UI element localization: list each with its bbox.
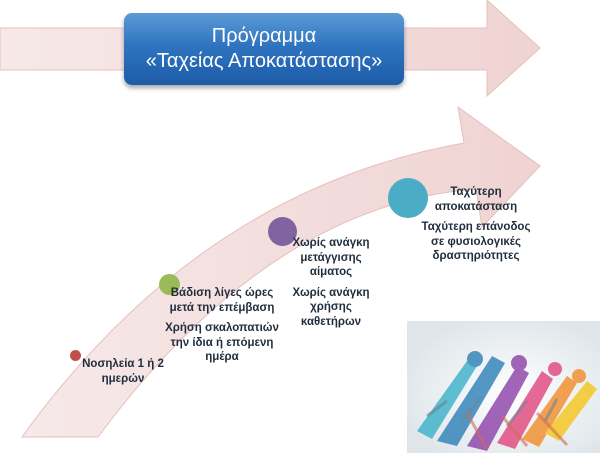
step-4-text-2: Ταχύτερη επάνοδος σε φυσιολογικές δραστη… xyxy=(421,221,531,262)
step-3-text-2: Χωρίς ανάγκη χρήσης καθετήρων xyxy=(292,286,370,328)
title-line-2: «Ταχείας Αποκατάστασης» xyxy=(145,50,383,72)
step-1-text-1: Νοσηλεία 1 ή 2 ημερών xyxy=(82,358,164,385)
program-title-box: Πρόγραμμα «Ταχείας Αποκατάστασης» xyxy=(124,13,404,85)
step-3-text-1: Χωρίς ανάγκη μετάγγισης αίματος xyxy=(292,237,370,278)
step-3-label: Χωρίς ανάγκη μετάγγισης αίματος Χωρίς αν… xyxy=(282,236,380,329)
step-1-dot xyxy=(70,350,81,361)
step-2-text-1: Βάδιση λίγες ώρες μετά την επέμβαση xyxy=(169,287,275,314)
step-4-text-1: Ταχύτερη αποκατάσταση xyxy=(434,186,518,213)
step-2-dot xyxy=(159,274,180,295)
step-2-text-2: Χρήση σκαλοπατιών την ίδια ή επόμενη ημέ… xyxy=(165,322,279,363)
step-3-dot xyxy=(268,217,297,246)
step-1-label: Νοσηλεία 1 ή 2 ημερών xyxy=(80,357,166,386)
step-2-label: Βάδιση λίγες ώρες μετά την επέμβαση Χρήσ… xyxy=(160,286,284,365)
step-4-label: Ταχύτερη αποκατάσταση Ταχύτερη επάνοδος … xyxy=(414,185,538,264)
step-4-dot xyxy=(388,178,428,218)
running-athletes-image xyxy=(407,321,600,453)
title-line-1: Πρόγραμμα xyxy=(211,25,317,47)
